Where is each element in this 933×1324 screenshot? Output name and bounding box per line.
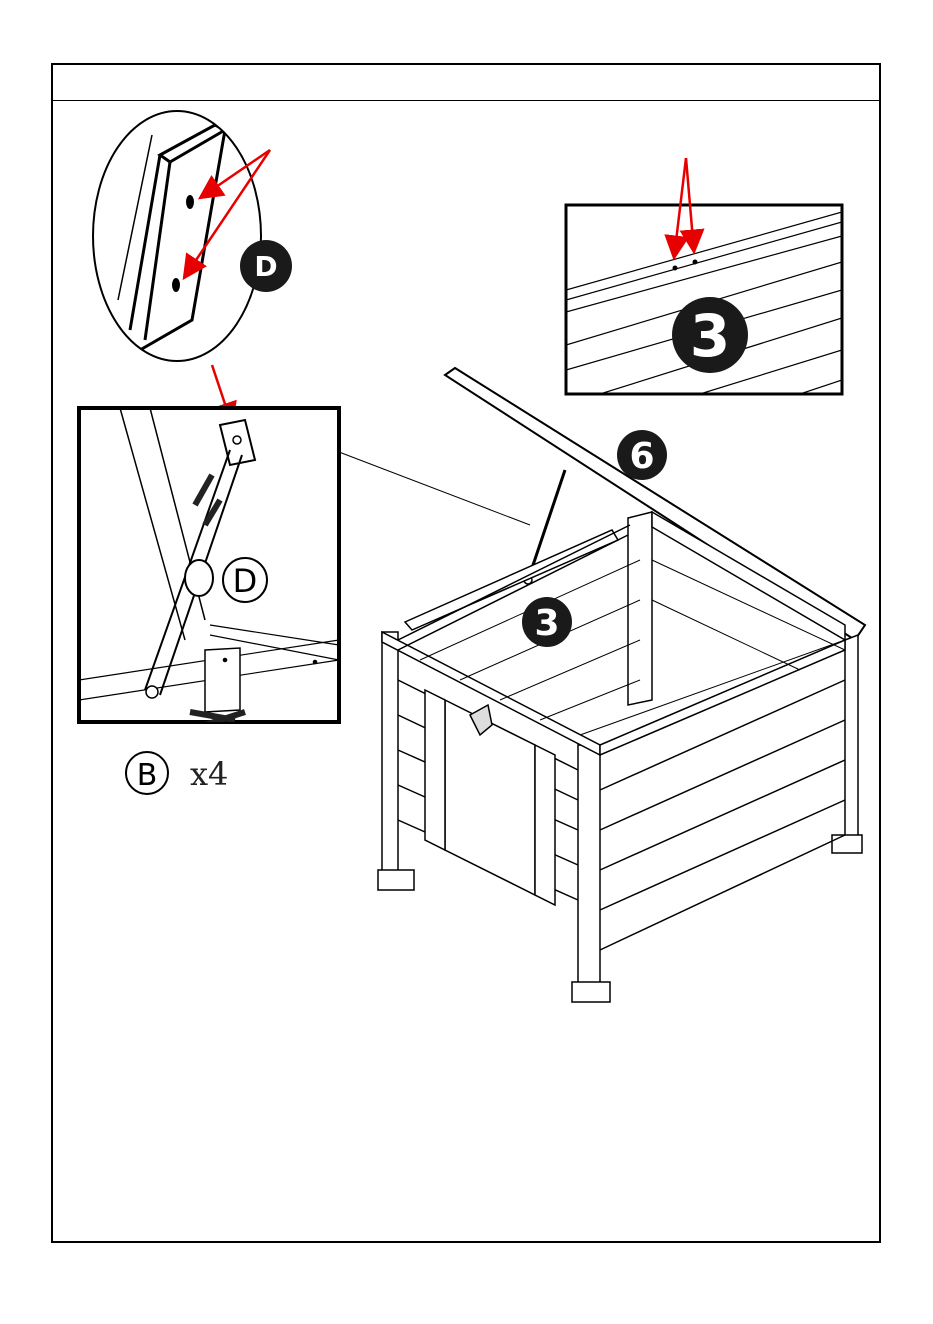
detail-box-part-3: 3 [566, 205, 842, 394]
detail-box-bracket: D [79, 408, 339, 725]
hole-mark [186, 195, 194, 209]
part-b-quantity: x4 [190, 755, 228, 793]
leader-line [339, 452, 530, 525]
part-3-badge: 3 [522, 597, 572, 647]
part-d-badge: D [240, 240, 292, 292]
hole-mark [693, 260, 698, 265]
part-3-badge-label: 3 [534, 603, 559, 644]
part-6-badge: 6 [617, 430, 667, 480]
detail-oval-d [93, 111, 261, 361]
part-b-callout: B x4 [126, 752, 228, 794]
part-d-bracket-label: D [233, 562, 258, 600]
part-b-label: B [137, 758, 158, 793]
part-d-badge-label: D [254, 250, 277, 283]
hole-mark [172, 278, 180, 292]
hole-mark [673, 266, 678, 271]
part-3-badge-large-label: 3 [690, 302, 730, 370]
part-6-badge-label: 6 [629, 436, 654, 477]
